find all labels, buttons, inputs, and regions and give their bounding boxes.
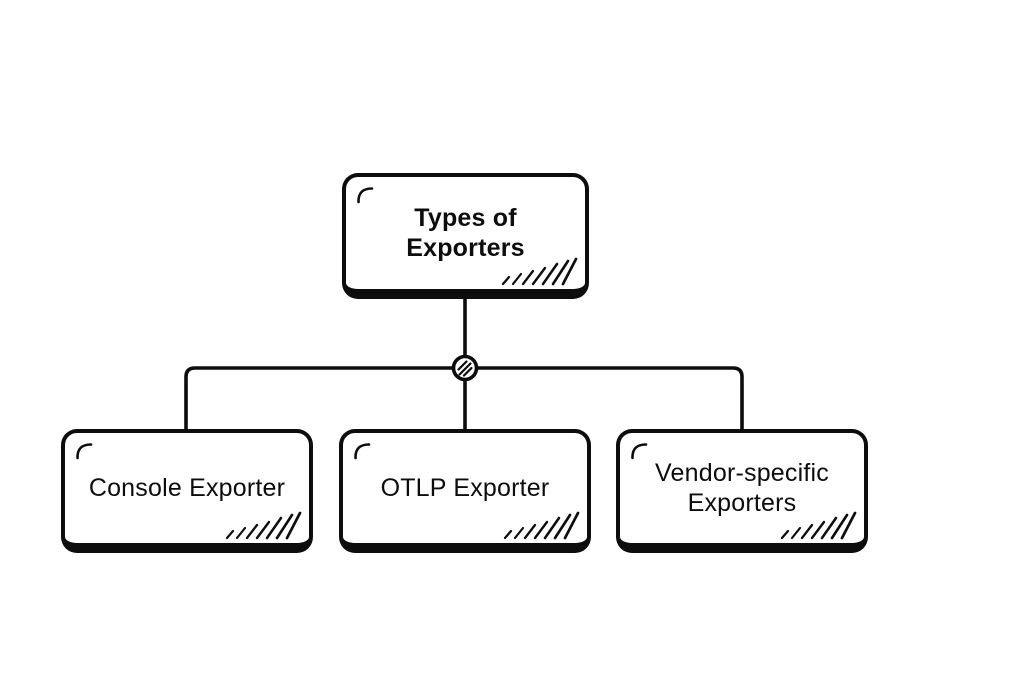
node-label: Console Exporter <box>88 474 286 502</box>
node-otlp-exporter[interactable]: OTLP Exporter <box>339 429 591 553</box>
node-label: OTLP Exporter <box>380 474 550 502</box>
corner-hatch-icon <box>225 511 302 540</box>
node-label: Vendor-specific Exporters <box>655 459 829 517</box>
corner-hatch-icon <box>503 511 580 540</box>
corner-arc-icon <box>76 443 93 460</box>
node-console-exporter[interactable]: Console Exporter <box>61 429 313 553</box>
corner-arc-icon <box>354 443 371 460</box>
node-label: Types of Exporters <box>406 204 525 262</box>
collapse-toggle-icon[interactable] <box>451 354 479 382</box>
corner-arc-icon <box>631 443 648 460</box>
corner-hatch-icon <box>780 511 857 540</box>
node-types-of-exporters[interactable]: Types of Exporters <box>342 173 589 299</box>
corner-arc-icon <box>357 187 374 204</box>
node-vendor-specific-exporters[interactable]: Vendor-specific Exporters <box>616 429 868 553</box>
corner-hatch-icon <box>501 257 578 286</box>
